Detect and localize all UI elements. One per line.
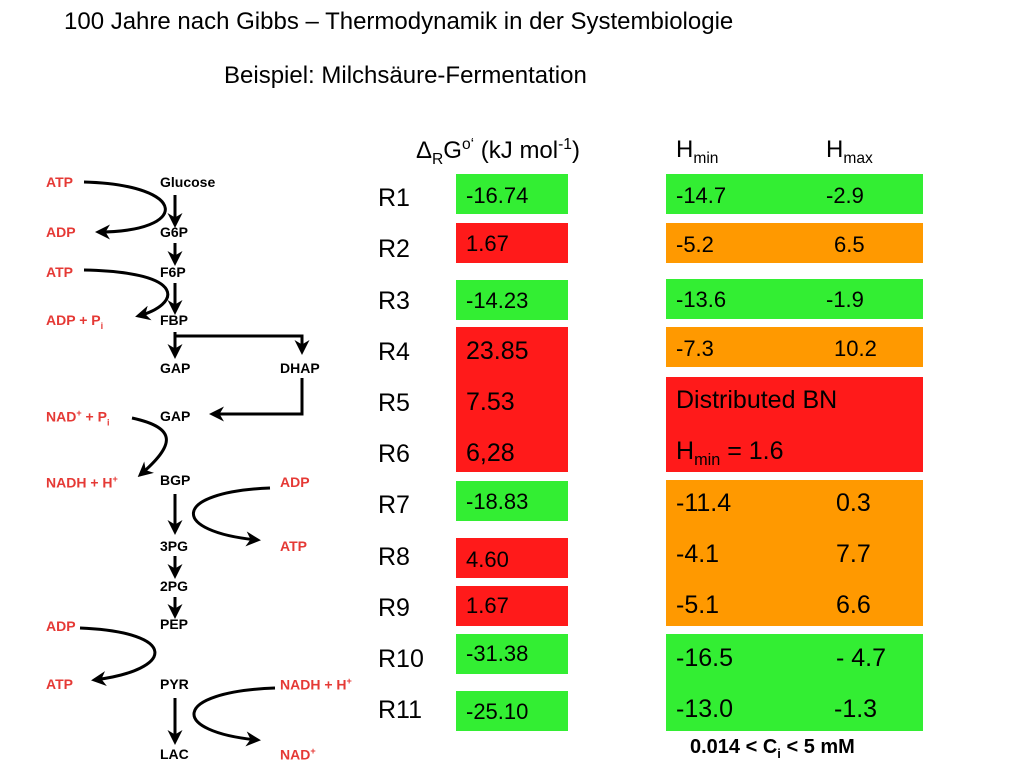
- metabolite-gap: GAP: [160, 360, 191, 376]
- reaction-label-r11: R11: [378, 696, 423, 724]
- metabolite-f6p: F6P: [160, 264, 186, 280]
- metabolite-fbp: FBP: [160, 312, 188, 328]
- h-box-r1: -14.7 -2.9: [666, 174, 923, 214]
- reaction-label-r9: R9: [378, 594, 410, 622]
- hmax-value-r7: 0.3: [836, 489, 871, 517]
- metabolite-2pg: 2PG: [160, 578, 189, 594]
- dg-value-r10: -31.38: [466, 641, 529, 666]
- hmin-bn-value: Hmin = 1.6: [676, 437, 784, 469]
- dg-box-r7: -18.83: [456, 481, 568, 521]
- reaction-label-r10: R10: [378, 645, 424, 673]
- cofactor-atp-3pg: ATP: [280, 538, 307, 554]
- arrow-adp-atp-pep: [79, 626, 157, 686]
- concentration-range-note: 0.014 < Ci < 5 mM: [690, 736, 855, 761]
- hmax-value-r9: 6.6: [836, 591, 871, 619]
- dg-box-r9: 1.67: [456, 586, 568, 626]
- dg-value-r6: 6,28: [466, 439, 515, 467]
- cofactor-adp-1: ADP: [46, 224, 76, 240]
- arrow-fbp-dhap: [175, 334, 310, 355]
- dg-box-r10: -31.38: [456, 634, 568, 674]
- arrow-adp-atp-bgp: [192, 486, 271, 547]
- header-delta-g: ΔRGo‘ (kJ mol-1): [416, 136, 580, 168]
- pathway-diagram: [79, 180, 310, 747]
- dg-box-r11: -25.10: [456, 691, 568, 731]
- hmin-value-r9: -5.1: [676, 591, 720, 619]
- reaction-label-r3: R3: [378, 287, 410, 315]
- arrow-atp-adp-1: [83, 180, 167, 240]
- h-box-r5-r6: Distributed BN Hmin = 1.6: [666, 377, 923, 472]
- hmax-value-r8: 7.7: [836, 540, 871, 568]
- cofactor-nad-lac: NAD+: [280, 746, 316, 763]
- dg-box-r4-r6: 23.85 7.53 6,28: [456, 327, 568, 472]
- h-box-r4: -7.3 10.2: [666, 327, 923, 367]
- hmax-value-r3: -1.9: [826, 287, 864, 312]
- metabolite-dhap: DHAP: [280, 360, 320, 376]
- metabolite-bgp: BGP: [160, 472, 191, 488]
- hmin-value-r10: -16.5: [676, 644, 733, 672]
- hmax-value-r1: -2.9: [826, 183, 864, 208]
- metabolite-glucose: Glucose: [160, 174, 216, 190]
- reaction-label-r2: R2: [378, 235, 410, 263]
- reaction-label-r6: R6: [378, 440, 410, 468]
- reaction-label-r5: R5: [378, 389, 410, 417]
- h-box-r10-r11: -16.5 - 4.7 -13.0 -1.3: [666, 634, 923, 731]
- page-subtitle: Beispiel: Milchsäure-Fermentation: [224, 62, 587, 89]
- reaction-label-r7: R7: [378, 491, 410, 519]
- arrow-nadh-nad-pyr: [192, 686, 276, 747]
- hmin-value-r4: -7.3: [676, 336, 714, 361]
- dg-box-r8: 4.60: [456, 538, 568, 578]
- reaction-label-r1: R1: [378, 184, 410, 212]
- dg-value-r5: 7.53: [466, 388, 515, 416]
- hmin-value-r8: -4.1: [676, 540, 720, 568]
- hmin-value-r7: -11.4: [676, 489, 732, 517]
- dg-box-r3: -14.23: [456, 280, 568, 320]
- hmax-value-r10: - 4.7: [836, 644, 887, 672]
- cofactor-nadh-2: NADH + H+: [280, 676, 352, 693]
- page-title: 100 Jahre nach Gibbs – Thermodynamik in …: [64, 8, 734, 35]
- cofactor-atp-pyr: ATP: [46, 676, 73, 692]
- distributed-bn-label: Distributed BN: [676, 386, 838, 414]
- header-hmin: Hmin: [676, 136, 719, 167]
- dg-value-r9: 1.67: [466, 593, 509, 618]
- cofactor-atp-1: ATP: [46, 174, 73, 190]
- hmin-value-r2: -5.2: [676, 232, 714, 257]
- h-box-r2: -5.2 6.5: [666, 223, 923, 263]
- hmax-value-r11: -1.3: [834, 695, 878, 723]
- dg-value-r4: 23.85: [466, 337, 529, 365]
- cofactor-nadh: NADH + H+: [46, 474, 118, 491]
- dg-box-r2: 1.67: [456, 223, 568, 263]
- metabolite-pyr: PYR: [160, 676, 189, 692]
- dg-value-r8: 4.60: [466, 547, 509, 572]
- cofactor-atp-2: ATP: [46, 264, 73, 280]
- hmax-value-r4: 10.2: [834, 336, 877, 361]
- reaction-label-r4: R4: [378, 338, 410, 366]
- dg-value-r2: 1.67: [466, 231, 509, 256]
- dg-value-r7: -18.83: [466, 489, 529, 514]
- metabolite-lac: LAC: [160, 746, 189, 762]
- metabolite-pep: PEP: [160, 616, 189, 632]
- header-hmax: Hmax: [826, 136, 873, 167]
- dg-value-r3: -14.23: [466, 288, 529, 313]
- arrow-atp-adp-2: [83, 268, 170, 321]
- dg-value-r1: -16.74: [466, 183, 529, 208]
- h-box-r3: -13.6 -1.9: [666, 279, 923, 319]
- metabolite-3pg: 3PG: [160, 538, 189, 554]
- dg-box-r1: -16.74: [456, 174, 568, 214]
- cofactor-adp-pi: ADP + Pi: [46, 312, 104, 331]
- cofactor-adp-bgp: ADP: [280, 474, 310, 490]
- hmax-value-r2: 6.5: [834, 232, 865, 257]
- arrow-nad-nadh: [131, 416, 168, 477]
- cofactor-nad-pi: NAD+ + Pi: [46, 408, 110, 428]
- arrow-dhap-gap: [209, 378, 304, 422]
- hmin-value-r11: -13.0: [676, 695, 733, 723]
- metabolite-g6p: G6P: [160, 224, 189, 240]
- cofactor-adp-pep: ADP: [46, 618, 76, 634]
- hmin-value-r3: -13.6: [676, 287, 727, 312]
- h-box-r7-r9: -11.4 0.3 -4.1 7.7 -5.1 6.6: [666, 480, 923, 626]
- reaction-label-r8: R8: [378, 543, 410, 571]
- metabolite-gap-2: GAP: [160, 408, 191, 424]
- dg-value-r11: -25.10: [466, 699, 529, 724]
- hmin-value-r1: -14.7: [676, 183, 727, 208]
